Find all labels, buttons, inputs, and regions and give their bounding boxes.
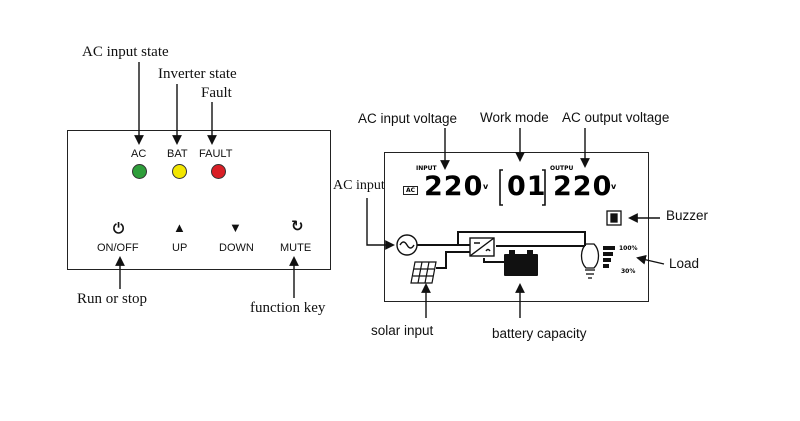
fault-led <box>211 164 226 179</box>
load-high-label: 100% <box>619 245 638 252</box>
down-button[interactable]: DOWN <box>219 242 254 254</box>
run-or-stop-callout: Run or stop <box>77 291 148 307</box>
fault-callout: Fault <box>201 85 232 101</box>
output-voltage-readout: 220 <box>553 171 613 202</box>
output-tag: OUTPU <box>550 165 574 172</box>
input-voltage-readout: 220 <box>424 171 484 202</box>
up-triangle-icon[interactable]: ▲ <box>173 220 186 235</box>
mute-button[interactable]: MUTE <box>280 242 312 254</box>
led-label-bat: BAT <box>167 148 188 160</box>
input-tag: INPUT <box>416 165 437 172</box>
output-voltage-unit: v <box>611 182 617 191</box>
inverter-icon <box>469 237 495 257</box>
ac-output-voltage-callout: AC output voltage <box>562 110 670 125</box>
ac-led <box>132 164 147 179</box>
load-level-bars <box>603 246 615 268</box>
bat-led <box>172 164 187 179</box>
input-voltage-unit: v <box>483 182 489 191</box>
ac-input-callout: AC input <box>333 178 385 193</box>
ac-input-voltage-callout: AC input voltage <box>358 111 458 126</box>
inverter-state-callout: Inverter state <box>158 66 237 82</box>
lcd-callout-arrows <box>366 128 665 318</box>
load-bulb-icon <box>580 243 600 279</box>
on-off-button[interactable]: ON/OFF <box>97 242 139 254</box>
load-low-label: 30% <box>621 268 636 275</box>
ac-source-icon <box>396 234 418 256</box>
down-triangle-icon[interactable]: ▼ <box>229 220 242 235</box>
led-label-fault: FAULT <box>199 148 233 160</box>
load-callout: Load <box>669 256 700 271</box>
input-sub-tag: AC <box>403 186 419 195</box>
function-key-callout: function key <box>250 300 326 316</box>
work-mode-readout: 01 <box>507 171 547 202</box>
control-panel <box>67 130 331 270</box>
led-label-ac: AC <box>131 148 147 160</box>
work-mode-bracket <box>499 169 546 206</box>
power-icon[interactable]: ⏻ <box>113 220 125 236</box>
solar-input-callout: solar input <box>371 323 434 338</box>
battery-icon <box>504 250 538 276</box>
buzzer-callout: Buzzer <box>666 208 709 223</box>
solar-panel-icon <box>410 261 437 284</box>
work-mode-callout: Work mode <box>480 110 549 125</box>
buzzer-icon <box>606 210 622 226</box>
power-flow-lines <box>417 231 586 269</box>
refresh-icon[interactable]: ↻ <box>291 218 304 235</box>
left-callout-arrows <box>115 62 299 298</box>
battery-capacity-callout: battery capacity <box>492 326 587 341</box>
ac-input-state-callout: AC input state <box>82 44 169 60</box>
up-button[interactable]: UP <box>172 242 188 254</box>
